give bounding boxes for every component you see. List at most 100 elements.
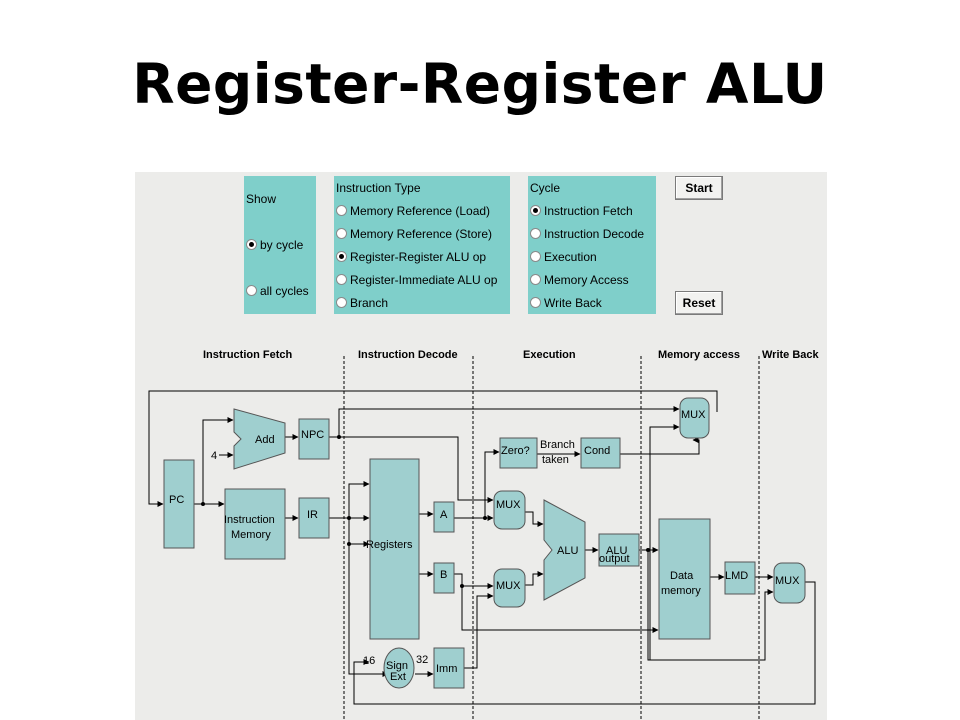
radio-icon [530, 274, 541, 285]
blocks [163, 397, 806, 689]
radio-selected-icon [246, 239, 257, 250]
branch-taken-label-line1: Branch [540, 439, 575, 451]
instruction-option-store[interactable]: Memory Reference (Store) [336, 227, 492, 241]
mux-write-back-label: MUX [775, 575, 800, 587]
junction-dot [347, 542, 351, 546]
cycle-option-write-back[interactable]: Write Back [530, 296, 602, 310]
instruction-memory [224, 488, 286, 560]
b-label: B [440, 569, 447, 581]
mux-pc-select-label: MUX [681, 409, 706, 421]
sign-ext-label-line2: Ext [390, 671, 406, 683]
cond-register [580, 437, 621, 469]
imm-label: Imm [436, 663, 457, 675]
show-control: Show by cycle all cycles [244, 176, 316, 314]
start-button[interactable]: Start [675, 176, 723, 200]
cycle-option-memory-access[interactable]: Memory Access [530, 273, 629, 287]
instruction-option-reg-reg-alu[interactable]: Register-Register ALU op [336, 250, 486, 264]
npc-register [298, 418, 330, 460]
reset-button[interactable]: Reset [675, 291, 723, 315]
radio-selected-icon [336, 251, 347, 262]
instruction-type-control: Instruction Type Memory Reference (Load)… [334, 176, 510, 314]
mux-alu-top-label: MUX [496, 499, 521, 511]
lmd-register [724, 561, 756, 595]
radio-icon [530, 297, 541, 308]
stage-label-writeback: Write Back [762, 349, 820, 361]
dmem-label-line2: memory [661, 585, 701, 597]
stage-label-memory: Memory access [658, 349, 740, 361]
zero-test-unit [499, 437, 538, 469]
mux-write-back [773, 562, 806, 604]
instruction-option-load[interactable]: Memory Reference (Load) [336, 204, 490, 218]
wires [148, 390, 816, 705]
a-register [433, 501, 455, 533]
bits-out-label: 32 [416, 654, 428, 666]
npc-label: NPC [301, 429, 324, 441]
instruction-type-title: Instruction Type [336, 181, 421, 195]
show-option-by-cycle[interactable]: by cycle [246, 238, 303, 252]
imem-label-line1: Instruction [224, 514, 275, 526]
instruction-option-reg-imm-alu[interactable]: Register-Immediate ALU op [336, 273, 497, 287]
wire-b-dmem [461, 586, 659, 633]
wire-npc-alu-mux [339, 436, 494, 503]
alu-output-label-line2: output [599, 553, 630, 565]
imm-register [433, 647, 465, 689]
radio-icon [336, 205, 347, 216]
radio-icon [530, 228, 541, 239]
mux-alu-top [493, 490, 526, 530]
add-label: Add [255, 434, 275, 446]
data-memory [658, 518, 711, 640]
cycle-control: Cycle Instruction Fetch Instruction Deco… [528, 176, 656, 314]
branch-taken-label-line2: taken [542, 454, 569, 466]
pc-label: PC [169, 494, 184, 506]
junction-dot [201, 502, 205, 506]
a-label: A [440, 509, 448, 521]
wire-aluout-wbmux [648, 589, 774, 661]
junctions [201, 435, 650, 588]
cycle-option-execution[interactable]: Execution [530, 250, 597, 264]
wire-imm-mux [464, 593, 494, 669]
mux-alu-bottom [493, 568, 526, 608]
wire-wbmux-regs [353, 581, 816, 705]
stage-label-decode: Instruction Decode [358, 349, 458, 361]
stage-dividers [343, 356, 760, 720]
wire-pc-add [202, 417, 234, 504]
sign-ext-label-line1: Sign [386, 660, 408, 672]
radio-icon [336, 228, 347, 239]
instruction-option-branch[interactable]: Branch [336, 296, 388, 310]
pc-register [163, 459, 195, 549]
wire-ir-reg-top [348, 481, 370, 518]
radio-icon [246, 285, 257, 296]
register-file [369, 458, 420, 640]
mux-alu-bottom-label: MUX [496, 580, 521, 592]
alu-output-register [598, 533, 640, 567]
show-title: Show [246, 192, 277, 206]
wire-mux-alu-bottom [525, 571, 544, 586]
zero-label: Zero? [501, 445, 530, 457]
wire-b-mux [454, 573, 494, 589]
add-unit [233, 408, 286, 470]
cycle-option-decode[interactable]: Instruction Decode [530, 227, 644, 241]
radio-icon [336, 274, 347, 285]
bits-in-label: 16 [363, 655, 375, 667]
sign-extend-unit [383, 647, 415, 689]
ir-register [298, 497, 330, 539]
show-option-all-cycles[interactable]: all cycles [246, 284, 309, 298]
wire-a-zero [484, 449, 500, 518]
cond-label: Cond [584, 445, 610, 457]
junction-dot [337, 435, 341, 439]
radio-selected-icon [530, 205, 541, 216]
imem-label-line2: Memory [231, 529, 271, 541]
b-register [433, 562, 455, 594]
junction-dot [646, 548, 650, 552]
slide-title: Register-Register ALU [132, 52, 828, 116]
radio-icon [530, 251, 541, 262]
alu-unit [543, 499, 586, 601]
wire-npc-mux-top [329, 406, 680, 438]
alu-output-label-line1: ALU [606, 545, 627, 557]
cycle-option-fetch[interactable]: Instruction Fetch [530, 204, 633, 218]
datapath-diagram: Instruction Fetch Instruction Decode Exe… [148, 349, 820, 720]
wire-ir-signext [348, 544, 389, 677]
junction-dot [347, 516, 351, 520]
ir-label: IR [307, 509, 318, 521]
stage-label-fetch: Instruction Fetch [203, 349, 293, 361]
